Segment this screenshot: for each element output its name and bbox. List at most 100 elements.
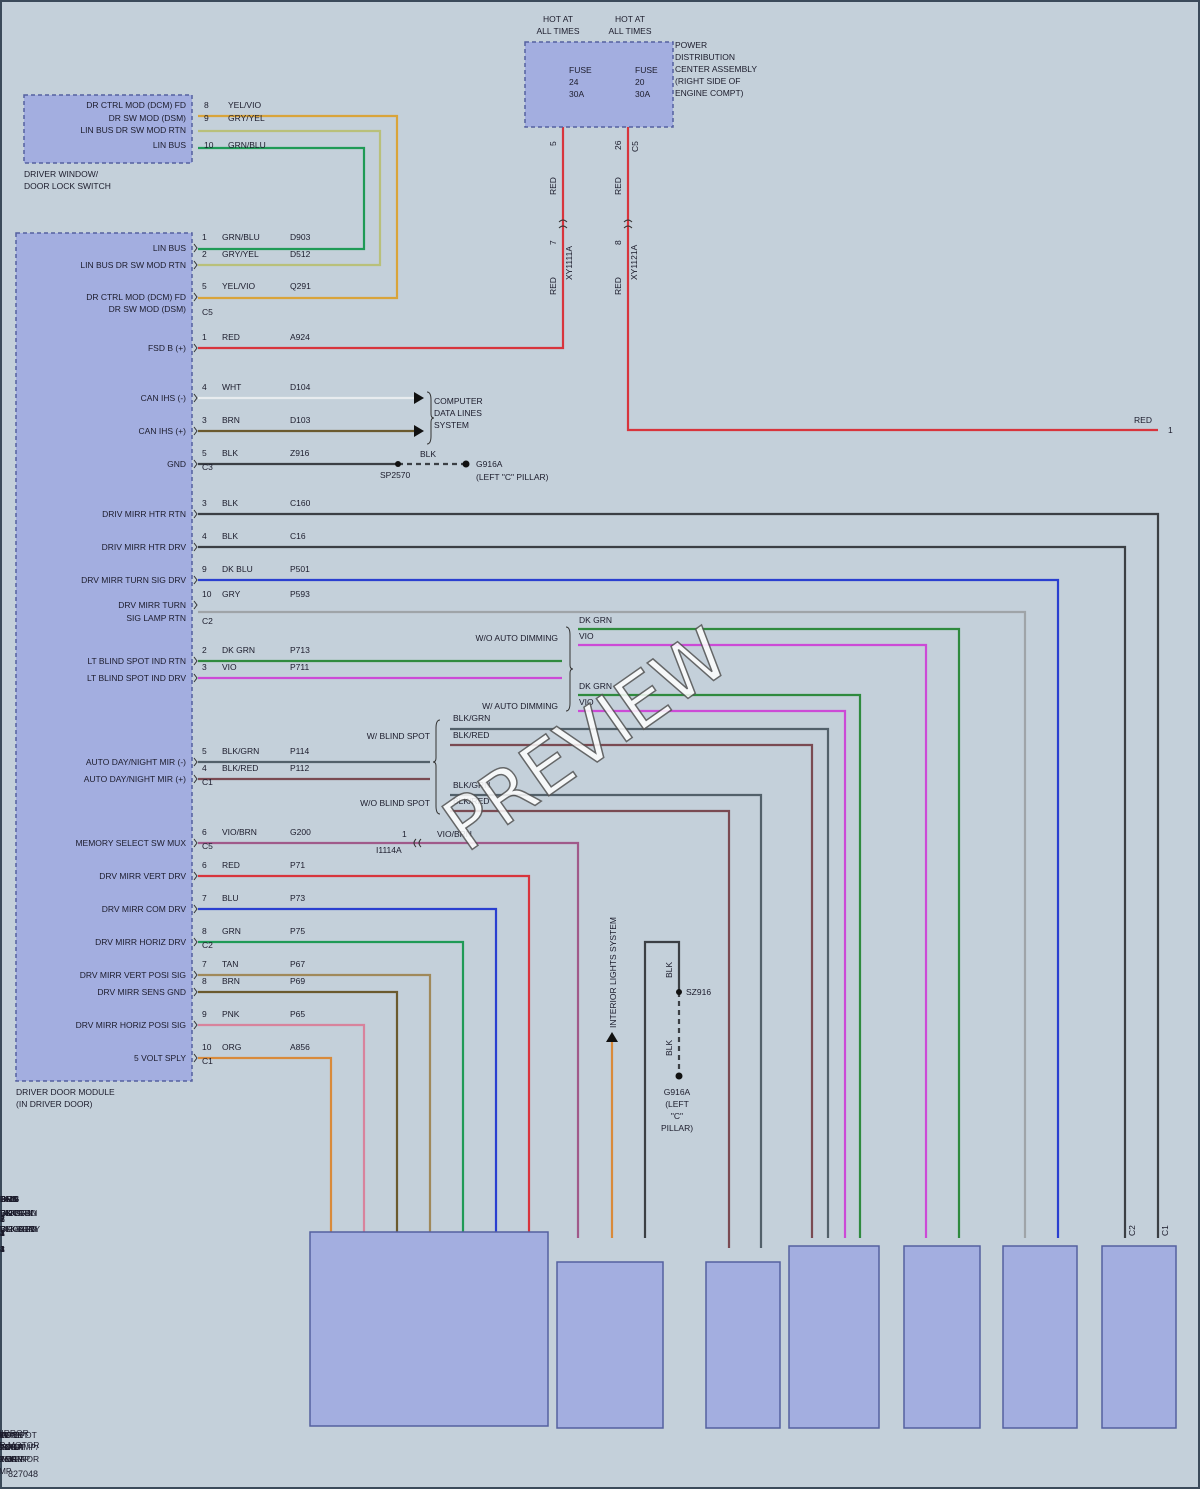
- pin-number: 4: [202, 382, 207, 392]
- pin-number: 7: [0, 1214, 5, 1224]
- option-label: W/O BLIND SPOT: [360, 798, 430, 808]
- wire-dkgrn-2: [578, 693, 862, 1238]
- wire-vio-1: [578, 643, 928, 1238]
- component-title: MIRROR LAMP: [0, 1454, 30, 1464]
- pin-function: SIG LAMP RTN: [126, 613, 186, 623]
- pin-mark: [193, 1020, 198, 1030]
- wire-blk-c160: [198, 512, 1160, 1238]
- pin-function: GND: [167, 459, 186, 469]
- wire-color: BRN: [222, 415, 240, 425]
- pin-number: 4: [0, 1244, 5, 1254]
- wire-vio-2: [578, 709, 847, 1238]
- circuit-id: P67: [290, 959, 305, 969]
- pin-number: 10: [202, 1042, 212, 1052]
- connector-id: I1114A: [376, 845, 402, 855]
- ground-id: G916A: [664, 1087, 691, 1097]
- pdc-box: [524, 41, 674, 128]
- wire-grn: [198, 940, 465, 1238]
- connector-id: C5: [202, 307, 213, 317]
- bracket: [432, 719, 441, 815]
- pin-mark: [193, 509, 198, 519]
- wire-blu: [198, 907, 498, 1238]
- wire-color: PNK: [222, 1009, 240, 1019]
- pin-number: 5: [202, 746, 207, 756]
- circuit-id: Z916: [290, 448, 310, 458]
- wire-color: ORG: [0, 1194, 19, 1204]
- wire-color: DK GRN: [0, 1208, 33, 1218]
- pin-mark: [193, 343, 198, 353]
- wire-dkblu: [198, 578, 1060, 1238]
- component-title: LEFT: [0, 1430, 10, 1440]
- pin-number: 9: [204, 113, 209, 123]
- connector-id: C5: [202, 841, 213, 851]
- component-title: DOOR LOCK SWITCH: [24, 181, 111, 191]
- lti-box: [1002, 1245, 1078, 1429]
- circuit-id: A924: [290, 332, 310, 342]
- wire-color: BLK: [222, 531, 238, 541]
- wire-org: [198, 1056, 333, 1238]
- inline-connector: [623, 219, 633, 229]
- circuit-id: C160: [290, 498, 311, 508]
- wire-gry-yel: [198, 129, 382, 267]
- wire-color: VIO: [0, 1208, 15, 1218]
- pdc-label: POWER: [675, 40, 707, 50]
- pin-number: 9: [202, 1009, 207, 1019]
- pin-number: 1: [0, 1228, 5, 1238]
- component-title: DETECTION LAMP/: [0, 1442, 39, 1452]
- pin-function: DRV MIRR TURN: [118, 600, 186, 610]
- pin-mark: [193, 937, 198, 947]
- ground-id: "C": [671, 1111, 683, 1121]
- wire-color: BLK: [420, 449, 436, 459]
- splice: [395, 461, 401, 467]
- wire-color: BLK/GRN: [0, 1208, 37, 1218]
- pin-number: 10: [202, 589, 212, 599]
- wire-color: GRN: [0, 1194, 19, 1204]
- fuse-label: FUSE: [569, 65, 592, 75]
- system-ref: DATA LINES: [434, 408, 482, 418]
- pin-mark: [193, 838, 198, 848]
- component-title: LEFT TURN: [0, 1430, 23, 1440]
- component-title: LEFT BLIND SPOT: [0, 1430, 37, 1440]
- component-title: DRIVER WINDOW/: [24, 169, 99, 179]
- wire-color: BLU: [0, 1194, 17, 1204]
- circuit-id: P593: [290, 589, 310, 599]
- pdc-label: CENTER ASSEMBLY: [675, 64, 757, 74]
- wire-tan: [198, 973, 432, 1238]
- pin-number: 1: [202, 232, 207, 242]
- hot-label: ALL TIMES: [609, 26, 652, 36]
- ground-id: (LEFT: [665, 1099, 689, 1109]
- pin-number: 1: [202, 332, 207, 342]
- pin-function: DR CTRL MOD (DCM) FD: [86, 100, 186, 110]
- pin-function: DR CTRL MOD (DCM) FD: [86, 292, 186, 302]
- pin-number: 3: [202, 498, 207, 508]
- pdc-label: (RIGHT SIDE OF: [675, 76, 741, 86]
- pin-number: 3: [202, 415, 207, 425]
- wire-gry: [198, 610, 1027, 1238]
- pin-number: 3: [0, 1244, 5, 1254]
- circuit-id: P112: [290, 763, 309, 773]
- pin-function: DRIV MIRR HTR RTN: [102, 509, 186, 519]
- wire-color: BLK/RED: [453, 796, 489, 806]
- pin-number: 3: [202, 662, 207, 672]
- wire-color: BLU: [222, 893, 239, 903]
- bracket: [426, 391, 435, 445]
- pin-number: 7: [202, 893, 207, 903]
- pin-mark: [193, 292, 198, 302]
- pin-number: 5: [548, 141, 558, 146]
- wire-color: DK GRN: [222, 645, 255, 655]
- pin-mark: [193, 970, 198, 980]
- wire-blk-grn-2: [450, 793, 763, 1248]
- circuit-id: P65: [290, 1009, 305, 1019]
- pin-function: LIN BUS DR SW MOD RTN: [80, 260, 186, 270]
- fuse-label: 24: [569, 77, 579, 87]
- pin-number: 2: [202, 645, 207, 655]
- lbi-box: [903, 1245, 981, 1429]
- pin-number: 3: [0, 1228, 5, 1238]
- pin-number: 10: [204, 140, 214, 150]
- pin-number: 1: [0, 1214, 5, 1224]
- pin-number: 4: [202, 763, 207, 773]
- wire-color: GRY: [0, 1208, 19, 1218]
- pin-function: DRV MIRR HORIZ DRV: [95, 937, 186, 947]
- pin-number: 6: [0, 1214, 5, 1224]
- hot-label: HOT AT: [615, 14, 645, 24]
